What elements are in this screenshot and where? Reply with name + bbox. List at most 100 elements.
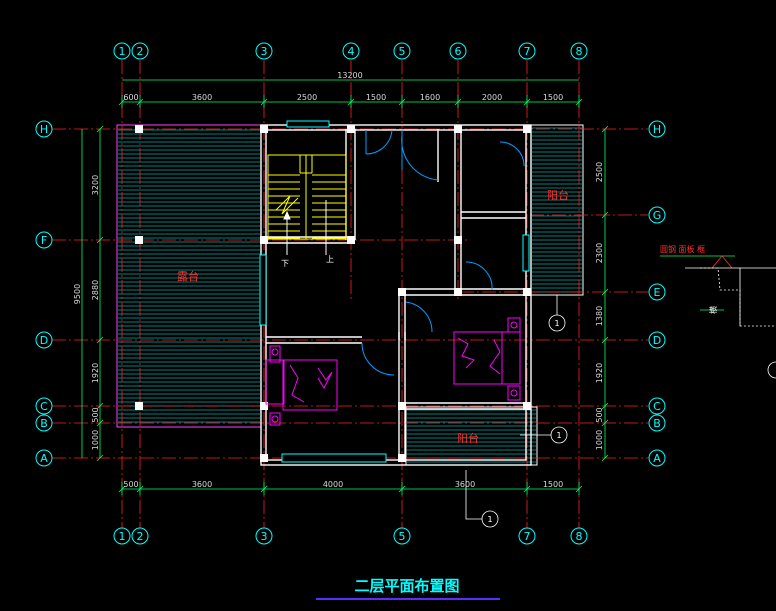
dimension-left: 2880 (91, 280, 100, 300)
dimension-right: 2300 (595, 243, 604, 263)
axis-bubble-bottom (570, 527, 588, 545)
stair (267, 154, 347, 240)
dimension-bottom: 500 (123, 480, 138, 489)
dimension-left: 1000 (91, 430, 100, 450)
stair-arrows (283, 200, 327, 255)
dimension-top: 2500 (297, 93, 317, 102)
axis-label-bottom: 2 (137, 530, 144, 543)
room-label-terrace: 露台 (177, 269, 199, 283)
stair-up-label: 上 (326, 255, 334, 264)
axis-bubble-left (35, 331, 53, 349)
axis-bubble-top (131, 42, 149, 60)
windows (259, 120, 530, 463)
axis-bubble-right (648, 449, 666, 467)
dimension-bottom: 3600 (192, 480, 212, 489)
axis-bubble-top (255, 42, 273, 60)
dimension-right: 1380 (595, 306, 604, 326)
axis-label-right: C (653, 400, 661, 413)
dimension-bottom: 3600 (455, 480, 475, 489)
axis-bubble-bottom (518, 527, 536, 545)
dimension-lines (81, 79, 609, 495)
detail-marker-number: 1 (554, 319, 559, 328)
axis-label-top: 1 (119, 45, 126, 58)
axis-label-right: A (653, 452, 661, 465)
axis-bubble-left (35, 120, 53, 138)
stair-down-label: 下 (281, 259, 289, 268)
bed-left (265, 345, 338, 426)
axis-label-top: 8 (576, 45, 583, 58)
dimension-bottom: 1500 (543, 480, 563, 489)
axis-bubble-bottom (393, 527, 411, 545)
balcony-hatch-bottom (407, 409, 536, 463)
detail-marker-number: 1 (556, 431, 561, 440)
axis-label-bottom: 5 (399, 530, 406, 543)
dimension-top: 1500 (366, 93, 386, 102)
axis-label-right: D (653, 334, 661, 347)
axis-bubble-right (648, 414, 666, 432)
axis-label-top: 7 (524, 45, 531, 58)
dimension-right: 1920 (595, 363, 604, 383)
axis-label-bottom: 3 (261, 530, 268, 543)
axis-bubble-top (449, 42, 467, 60)
axis-label-left: C (40, 400, 48, 413)
columns (135, 125, 531, 462)
axis-label-top: 5 (399, 45, 406, 58)
axis-label-left: B (40, 417, 48, 430)
axis-bubble-bottom (131, 527, 149, 545)
axis-label-bottom: 8 (576, 530, 583, 543)
dimension-right: 1000 (595, 430, 604, 450)
axis-label-top: 6 (455, 45, 462, 58)
axis-label-right: H (653, 123, 661, 136)
axis-bubble-bottom (255, 527, 273, 545)
bed-right (453, 317, 521, 401)
axis-bubble-right (648, 331, 666, 349)
dimension-right: 2500 (595, 162, 604, 182)
terrace-hatch-left (118, 129, 260, 423)
dimension-right: 500 (595, 407, 604, 422)
section-detail (660, 255, 776, 327)
axis-bubble-top (570, 42, 588, 60)
dimension-top: 600 (123, 93, 138, 102)
dimension-left: 3200 (91, 175, 100, 195)
walls (260, 124, 532, 466)
room-label-balcony-right: 阳台 (547, 188, 569, 202)
dimension-left-overall: 9500 (73, 284, 82, 304)
axis-bubble-top (518, 42, 536, 60)
dimension-bottom: 4000 (323, 480, 343, 489)
axis-bubble-left (35, 231, 53, 249)
axis-bubble-right (648, 206, 666, 224)
detail-marker-number: 1 (487, 515, 492, 524)
axis-bubble-right (648, 120, 666, 138)
axis-label-bottom: 7 (524, 530, 531, 543)
axis-bubble-bottom (113, 527, 131, 545)
axis-bubble-right (648, 283, 666, 301)
axis-label-top: 3 (261, 45, 268, 58)
axis-bubble-right (648, 397, 666, 415)
axis-bubble-left (35, 449, 53, 467)
axis-label-top: 4 (348, 45, 355, 58)
axis-label-left: D (40, 334, 48, 347)
axis-label-right: B (653, 417, 661, 430)
axis-label-right: G (653, 209, 662, 222)
room-label-balcony-bottom: 阳台 (457, 431, 479, 445)
dimension-left: 1920 (91, 363, 100, 383)
dimension-top: 2000 (482, 93, 502, 102)
axis-bubble-top (113, 42, 131, 60)
axis-label-left: F (41, 234, 47, 247)
axis-bubble-left (35, 414, 53, 432)
balcony-hatch-right (532, 127, 582, 293)
axis-label-left: A (40, 452, 48, 465)
balcony-outline-right (530, 124, 584, 296)
dimension-top: 1600 (420, 93, 440, 102)
dimension-overall-top: 13200 (337, 71, 362, 80)
axis-label-top: 2 (137, 45, 144, 58)
detail-side-label: 横 (708, 306, 718, 314)
axis-bubble-top (342, 42, 360, 60)
drawing-title: 二层平面布置图 (354, 577, 459, 595)
dimension-left: 500 (91, 407, 100, 422)
doors (361, 129, 525, 376)
axis-label-bottom: 1 (119, 530, 126, 543)
axis-bubble-top (393, 42, 411, 60)
